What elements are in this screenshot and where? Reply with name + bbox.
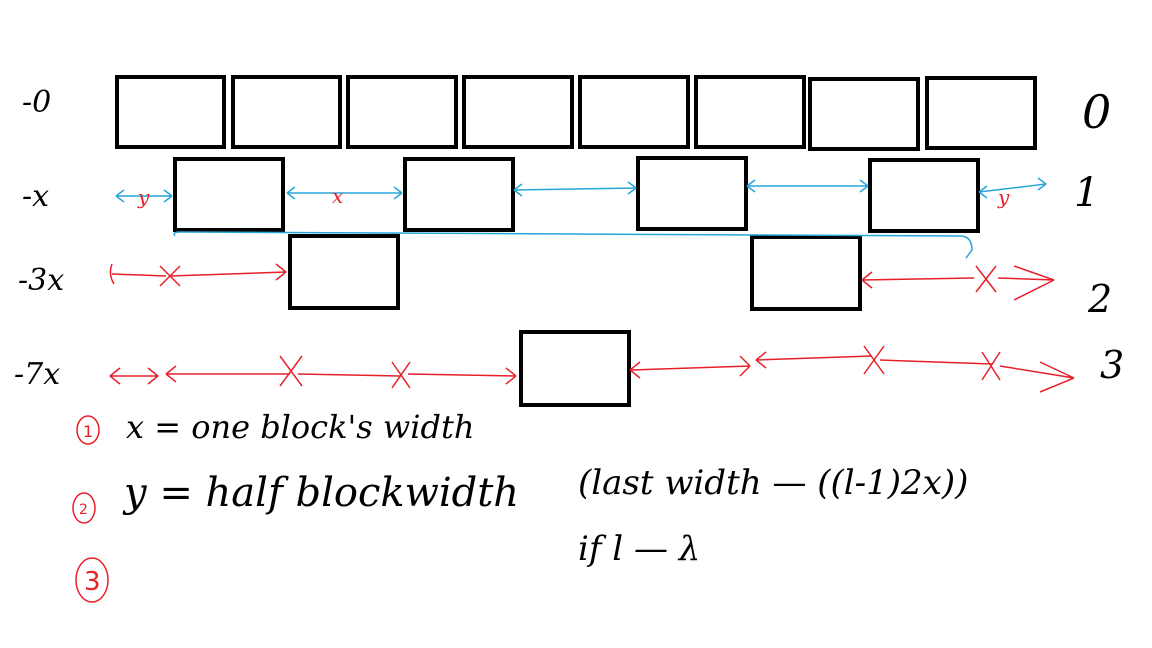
block [750, 235, 862, 311]
gap-arrow [997, 265, 1055, 301]
block [808, 77, 920, 151]
row-0-right-label: 0 [1082, 85, 1111, 139]
note-marker-circle [76, 415, 100, 445]
block [694, 75, 806, 149]
gap-arrow [629, 355, 751, 379]
gap-arrow [169, 263, 287, 281]
row-0-blocks [115, 75, 1037, 151]
note-1: 1 x = one block's width [76, 408, 474, 446]
gap-arrow [861, 271, 975, 289]
gap-label-y-left: y [137, 185, 150, 209]
span-bracket [173, 231, 973, 259]
gap-arrow [297, 373, 401, 377]
row-2-blocks [288, 234, 862, 311]
gap-arrow [755, 351, 873, 369]
gap-arrow [407, 367, 517, 385]
block [115, 75, 226, 149]
row-2-left-label: -3x [18, 263, 64, 298]
note-marker: 1 [83, 422, 93, 441]
row-3-spacing-arrows [109, 345, 1075, 393]
row-1-spacing-arrows [115, 177, 1047, 259]
arrow-cross [863, 345, 885, 375]
formula-line-2: if l — λ [578, 529, 700, 569]
note-3: 3 [75, 557, 109, 603]
gap-arrow [165, 365, 290, 383]
gap-arrow [109, 367, 159, 385]
note-marker-circle [75, 557, 109, 603]
gap-label-y-right: y [997, 185, 1010, 209]
row-0-left-label: -0 [22, 85, 51, 120]
row-3-right-label: 3 [1100, 343, 1124, 387]
note-2: 2 y = half blockwidth [72, 470, 519, 524]
note-text: x = one block's width [126, 408, 474, 446]
note-marker-circle [72, 492, 96, 524]
block [288, 234, 400, 310]
arrow-cross [391, 361, 411, 389]
row-1-left-label: -x [22, 179, 49, 214]
formula-line-1: (last width — ((l-1)2x)) [578, 463, 968, 503]
block [925, 76, 1037, 150]
gap-arrow [513, 181, 637, 197]
row-1-blocks [173, 156, 980, 233]
block [346, 75, 458, 149]
row-2-spacing-arrows [109, 263, 1055, 301]
note-marker: 2 [79, 502, 88, 518]
row-3-blocks [519, 330, 631, 407]
gap-arrow [978, 177, 1047, 199]
note-text: y = half blockwidth [122, 470, 519, 516]
gap-arrow [999, 361, 1075, 393]
block [636, 156, 748, 231]
row-3-left-label: -7x [14, 357, 60, 392]
arrow-cross [975, 265, 997, 293]
arrow-cross [279, 355, 303, 387]
block [231, 75, 342, 149]
gap-label-x: x [332, 184, 343, 208]
block [403, 157, 515, 232]
note-marker: 3 [84, 567, 101, 597]
gap-arrow [879, 359, 993, 365]
row-1-right-label: 1 [1074, 170, 1099, 216]
arrow-cross [981, 351, 1001, 381]
row-2-right-label: 2 [1087, 277, 1112, 321]
gap-arrow [115, 189, 173, 203]
block [519, 330, 631, 407]
gap-arrow [746, 179, 869, 193]
block [173, 157, 285, 232]
gap-arrow [109, 263, 167, 285]
block [868, 158, 980, 233]
gap-arrow [286, 186, 403, 200]
block [578, 75, 690, 149]
block [462, 75, 574, 149]
